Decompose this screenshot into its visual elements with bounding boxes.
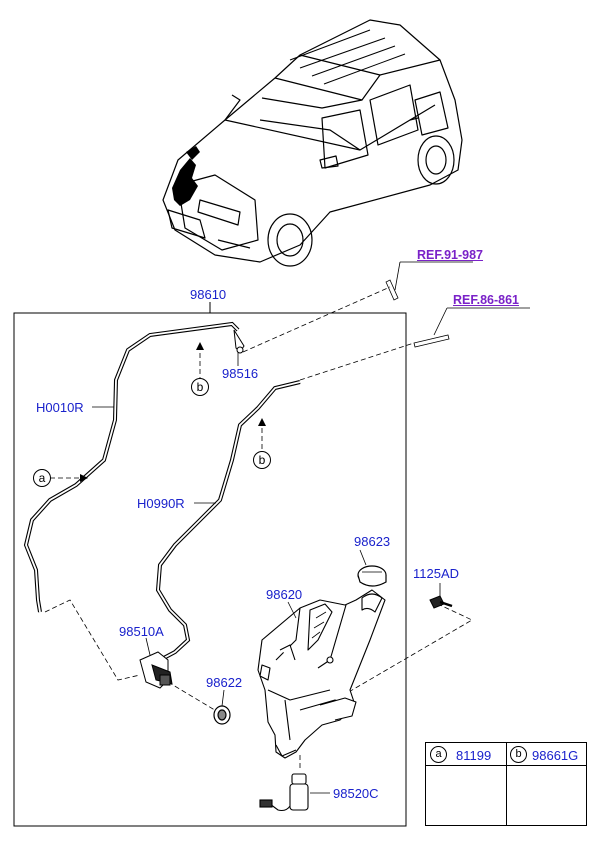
label-leaders [92, 352, 367, 794]
hose-h0010r [23, 321, 240, 613]
vehicle-highlight-washer [172, 146, 200, 206]
reference-link-2[interactable]: REF.86-861 [453, 293, 520, 307]
washer-reservoir [257, 589, 386, 759]
label-rear-pump: 98520C [333, 786, 379, 801]
legend-cell-a: a 81199 [426, 743, 507, 825]
assembly-frame [13, 312, 407, 827]
dashed-leaders [44, 286, 473, 770]
reference-leaders [385, 261, 530, 348]
callout-b-rear: b [253, 451, 271, 469]
rear-nozzle [233, 329, 245, 354]
label-reservoir: 98620 [266, 587, 303, 602]
label-reservoir-cap: 98623 [354, 534, 391, 549]
clip-legend-table: a 81199 b 98661G [425, 742, 587, 826]
front-washer-pump [139, 651, 173, 689]
callout-arrows [80, 342, 266, 482]
label-grommet: 98622 [206, 675, 243, 690]
label-hose-rear: H0990R [137, 496, 185, 511]
rear-washer-pump [259, 773, 309, 812]
legend-cell-b: b 98661G [506, 743, 586, 825]
legend-part-a: 81199 [456, 748, 492, 763]
callout-a: a [33, 469, 51, 487]
callout-b-front: b [191, 378, 209, 396]
legend-header-a: a 81199 [426, 743, 506, 766]
grommet [213, 705, 231, 725]
reference-link-1[interactable]: REF.91-987 [417, 248, 484, 262]
reservoir-cap [357, 565, 387, 587]
label-front-pump: 98510A [119, 624, 164, 639]
legend-letter-b: b [510, 746, 527, 763]
legend-letter-a: a [430, 746, 447, 763]
vehicle-illustration [162, 19, 463, 267]
label-hose-front: H0010R [36, 400, 84, 415]
legend-header-b: b 98661G [506, 743, 586, 766]
bolt [429, 595, 453, 609]
label-rear-nozzle: 98516 [222, 366, 259, 381]
label-bolt: 1125AD [413, 566, 460, 581]
legend-part-b: 98661G [532, 748, 579, 763]
label-main-assembly: 98610 [190, 287, 227, 302]
